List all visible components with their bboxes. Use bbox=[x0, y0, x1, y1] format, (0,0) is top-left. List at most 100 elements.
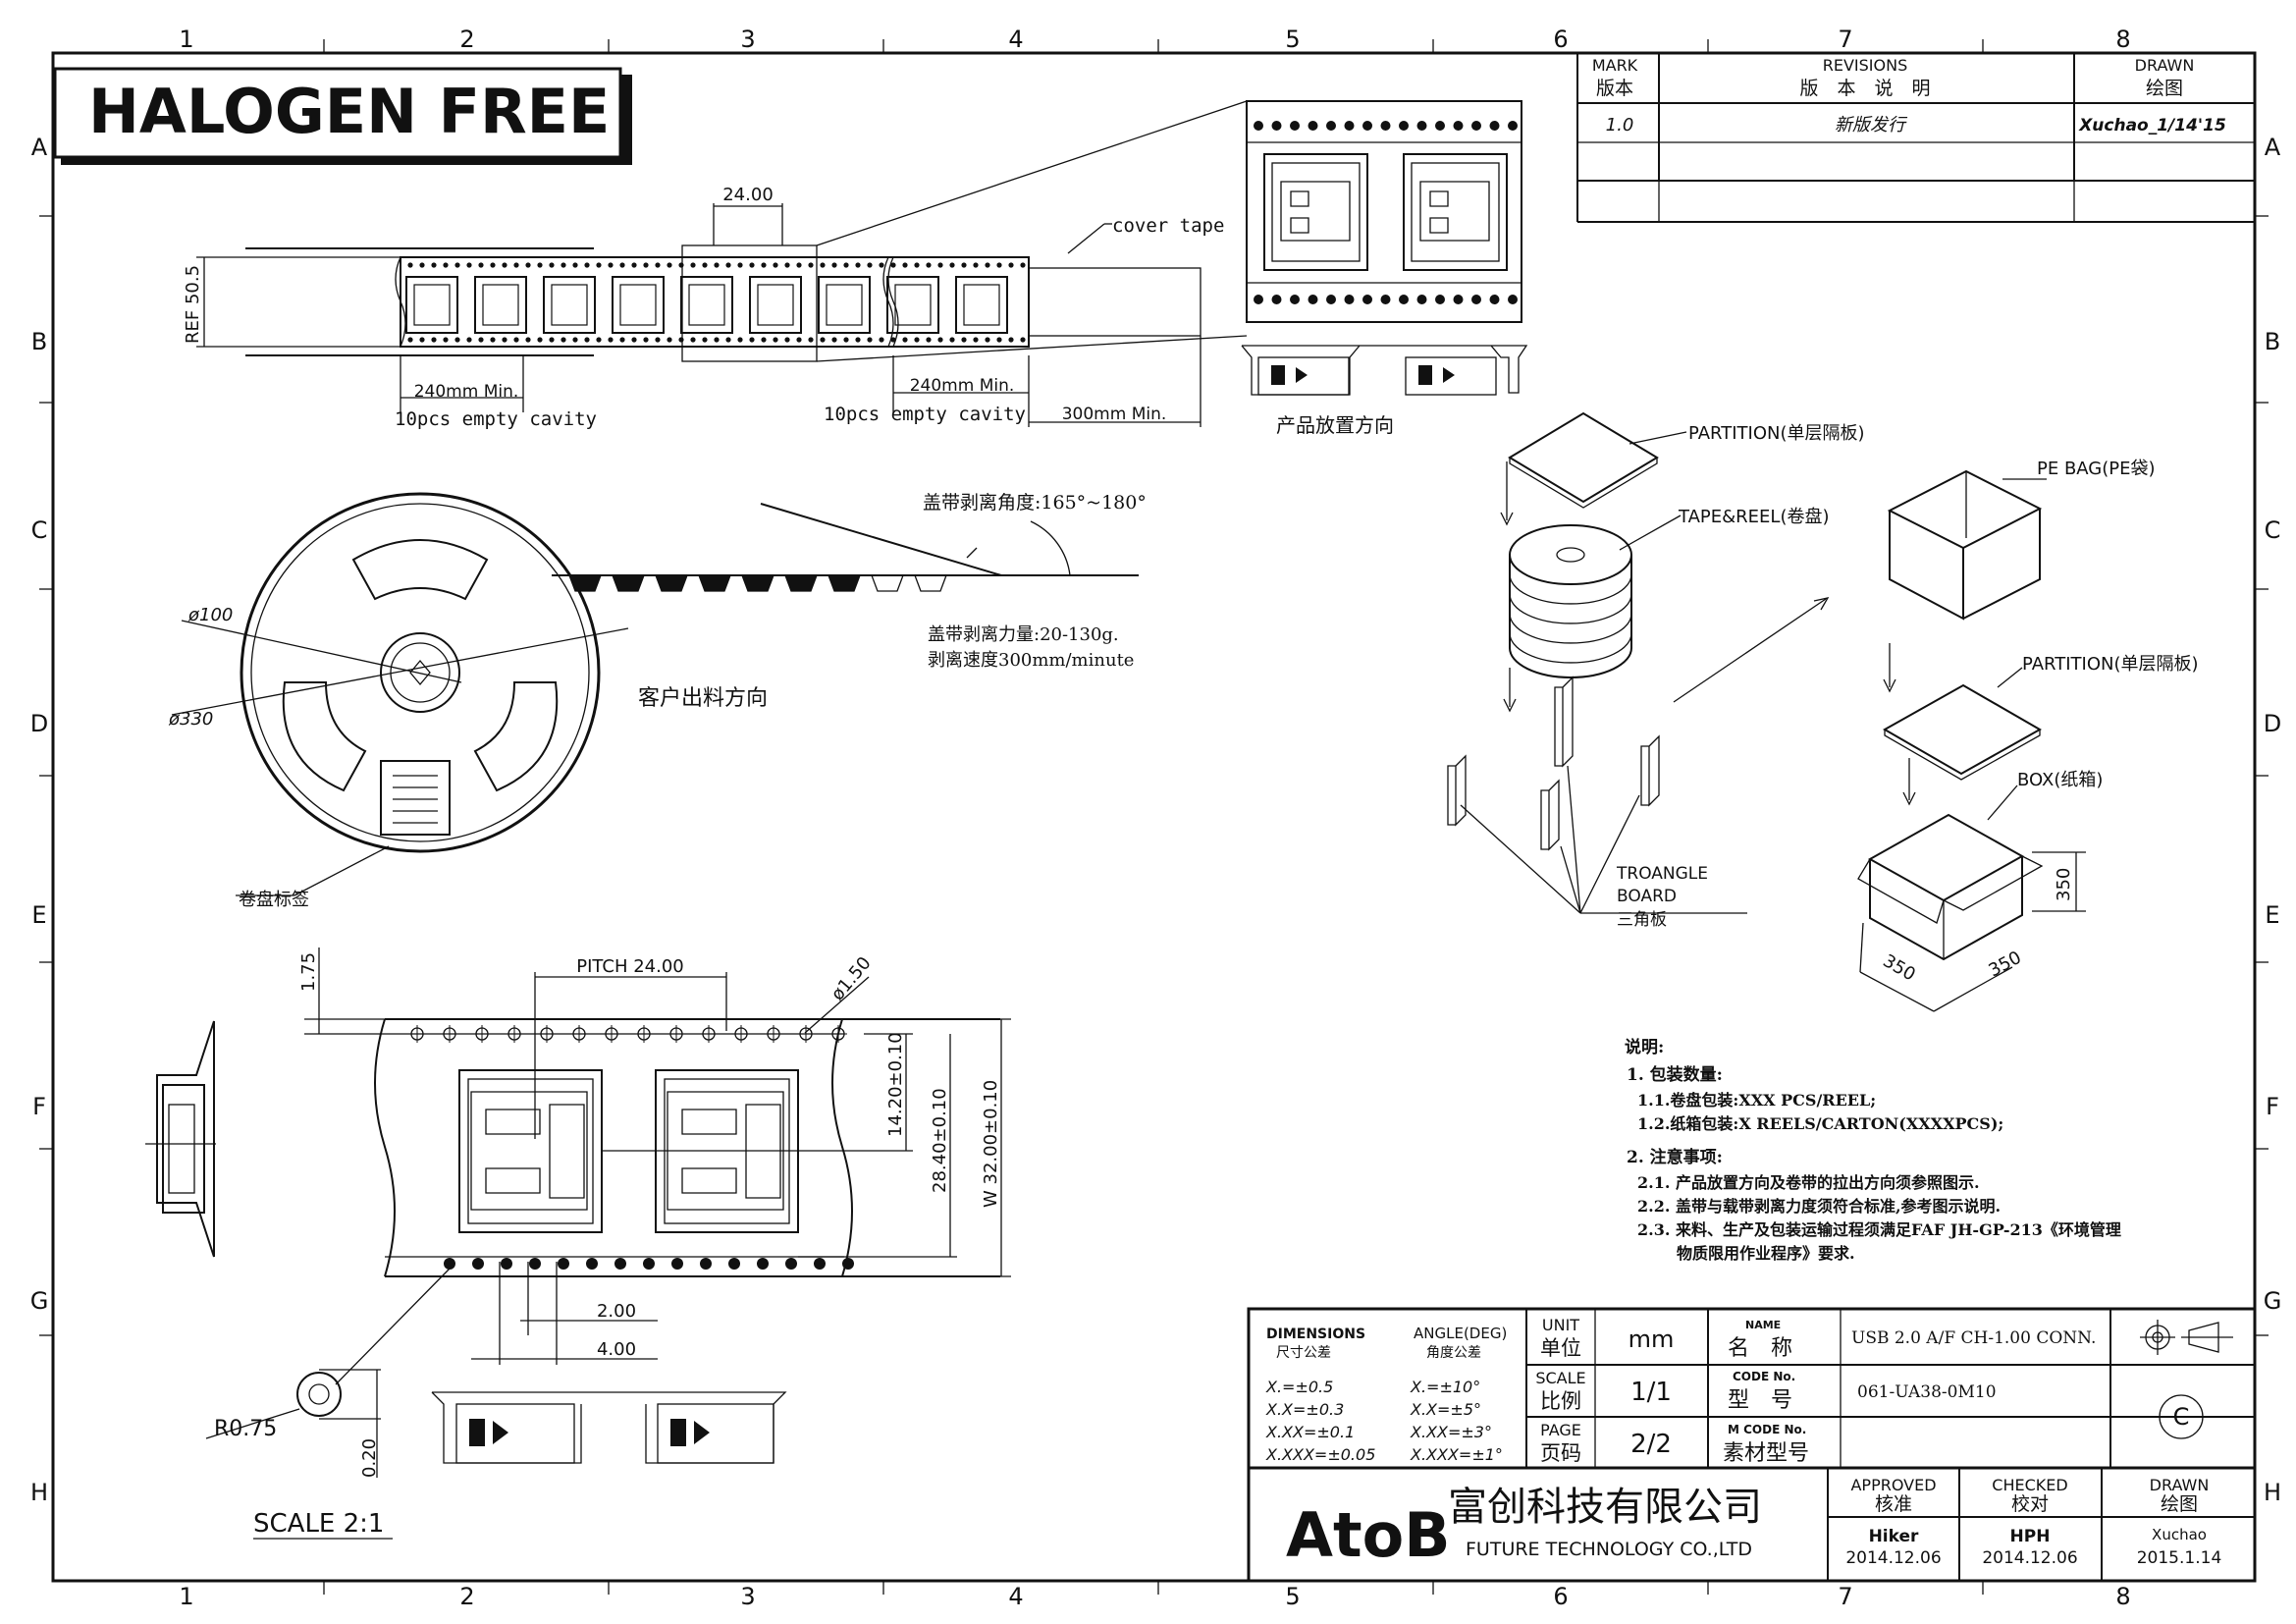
feed-direction-label: 客户出料方向 bbox=[638, 686, 768, 711]
zoom-hole bbox=[1435, 295, 1445, 304]
notes-n1: 1. 包装数量: bbox=[1627, 1064, 1723, 1085]
tb-checked-name: HPH bbox=[2010, 1527, 2051, 1546]
tb-approved-date: 2014.12.06 bbox=[1845, 1548, 1941, 1568]
tape-cavity-inner bbox=[482, 284, 519, 326]
sprocket-hole bbox=[831, 337, 837, 343]
col-label-bottom-1: 1 bbox=[179, 1583, 193, 1610]
zoom-hole bbox=[1471, 295, 1481, 304]
zoom-hole bbox=[1308, 121, 1318, 131]
tape-cavity-inner bbox=[551, 284, 588, 326]
sprocket-hole bbox=[843, 262, 849, 268]
tape-cavity bbox=[543, 276, 596, 334]
tb-name-cn: 名 称 bbox=[1728, 1336, 1792, 1361]
sprocket-hole bbox=[678, 262, 684, 268]
sprocket-hole bbox=[796, 262, 802, 268]
detail-hole bbox=[444, 1258, 455, 1270]
notes-n23a: 2.3. 来料、生产及包装运输过程须满足FAF JH-GP-213《环境管理 bbox=[1637, 1220, 2121, 1239]
tape-cavity bbox=[955, 276, 1008, 334]
sprocket-hole bbox=[431, 262, 437, 268]
tb-page-label: PAGE bbox=[1540, 1421, 1581, 1439]
sprocket-hole bbox=[820, 337, 826, 343]
zoom-hole bbox=[1290, 121, 1300, 131]
box-label: BOX(纸箱) bbox=[2017, 770, 2103, 790]
sprocket-hole bbox=[631, 337, 637, 343]
zoom-hole bbox=[1416, 121, 1427, 131]
box-dim-height: 350 bbox=[2054, 868, 2074, 901]
row-label-right-d: D bbox=[2264, 710, 2281, 737]
row-label-right-h: H bbox=[2264, 1479, 2281, 1506]
sheet-border bbox=[51, 51, 2257, 1583]
col-label-bottom-4: 4 bbox=[1008, 1583, 1023, 1610]
row-label-right-g: G bbox=[2264, 1287, 2282, 1315]
sprocket-hole bbox=[702, 262, 708, 268]
sprocket-hole bbox=[867, 262, 873, 268]
leader-min-label: 300mm Min. bbox=[1062, 405, 1167, 424]
sprocket-hole bbox=[608, 262, 614, 268]
tape-cavity-inner bbox=[619, 284, 657, 326]
notes-n23b: 物质限用作业程序》要求. bbox=[1677, 1244, 1855, 1263]
sprocket-hole bbox=[490, 262, 496, 268]
sprocket-hole bbox=[996, 262, 1002, 268]
sprocket-hole bbox=[502, 262, 507, 268]
tb-name-value: USB 2.0 A/F CH-1.00 CONN. bbox=[1851, 1328, 2096, 1348]
detail-view: PITCH 24.00 ø1.50 1.75 14.20±0.10 28.40±… bbox=[145, 947, 1011, 1540]
sprocket-hole bbox=[454, 262, 460, 268]
sprocket-hole bbox=[773, 262, 778, 268]
col-label-top-8: 8 bbox=[2115, 26, 2130, 53]
row-label-left-g: G bbox=[30, 1287, 49, 1315]
zoom-hole bbox=[1453, 295, 1464, 304]
sprocket-hole bbox=[466, 337, 472, 343]
detail-pitch-dim: PITCH 24.00 bbox=[576, 956, 683, 977]
zoom-hole bbox=[1380, 121, 1391, 131]
zoom-hole bbox=[1489, 121, 1500, 131]
reel-drawing: ø100 ø330 卷盘标签 bbox=[168, 492, 629, 910]
row-label-left-a: A bbox=[31, 134, 48, 161]
detail-hole bbox=[814, 1258, 826, 1270]
col-label-bottom-6: 6 bbox=[1553, 1583, 1568, 1610]
row-label-left-c: C bbox=[31, 516, 48, 544]
tb-checked-date: 2014.12.06 bbox=[1982, 1548, 2077, 1568]
zoom-hole bbox=[1362, 295, 1372, 304]
copyright-symbol: C bbox=[2173, 1403, 2190, 1431]
notes-title: 说明: bbox=[1625, 1037, 1664, 1057]
detail-hole bbox=[558, 1258, 569, 1270]
sprocket-hole bbox=[949, 262, 955, 268]
sprocket-hole bbox=[631, 262, 637, 268]
tape-cavity bbox=[886, 276, 939, 334]
zoom-hole bbox=[1380, 295, 1391, 304]
sprocket-hole bbox=[867, 337, 873, 343]
sprocket-hole bbox=[784, 262, 790, 268]
detail-scale: SCALE 2:1 bbox=[253, 1509, 384, 1539]
zoom-hole bbox=[1308, 295, 1318, 304]
col-label-top-2: 2 bbox=[459, 26, 474, 53]
halogen-free-stamp: HALOGEN FREE bbox=[53, 67, 632, 165]
zoom-hole bbox=[1508, 295, 1518, 304]
rev-drawn-header-cn: 绘图 bbox=[2146, 78, 2183, 99]
sprocket-hole bbox=[561, 262, 566, 268]
peel-pocket bbox=[568, 574, 602, 592]
sprocket-hole bbox=[502, 337, 507, 343]
sprocket-hole bbox=[678, 337, 684, 343]
detail-hole bbox=[614, 1258, 626, 1270]
peel-speed-label: 剥离速度300mm/minute bbox=[928, 650, 1134, 671]
detail-d200: 2.00 bbox=[597, 1301, 636, 1322]
peel-pocket bbox=[612, 574, 645, 592]
peel-pocket bbox=[655, 574, 688, 592]
sprocket-hole bbox=[796, 337, 802, 343]
tb-checked-cn: 校对 bbox=[2011, 1493, 2049, 1515]
tb-checked: CHECKED bbox=[1992, 1476, 2067, 1494]
tb-ang-3: X.XXX=±1° bbox=[1410, 1445, 1503, 1464]
sprocket-hole bbox=[831, 262, 837, 268]
rev-drawn-value: Xuchao_1/14'15 bbox=[2078, 116, 2226, 135]
row-label-right-b: B bbox=[2265, 328, 2280, 355]
zoom-hole bbox=[1271, 295, 1282, 304]
lead-min-label: 240mm Min. bbox=[414, 382, 519, 402]
row-label-left-d: D bbox=[30, 710, 48, 737]
row-label-left-e: E bbox=[31, 901, 46, 929]
sprocket-hole bbox=[549, 337, 555, 343]
tape-cavity-inner bbox=[688, 284, 725, 326]
tape-sprocket-holes bbox=[407, 262, 1026, 343]
tb-unit-cn: 单位 bbox=[1540, 1336, 1581, 1360]
tape-ref-dim: REF 50.5 bbox=[183, 265, 203, 344]
